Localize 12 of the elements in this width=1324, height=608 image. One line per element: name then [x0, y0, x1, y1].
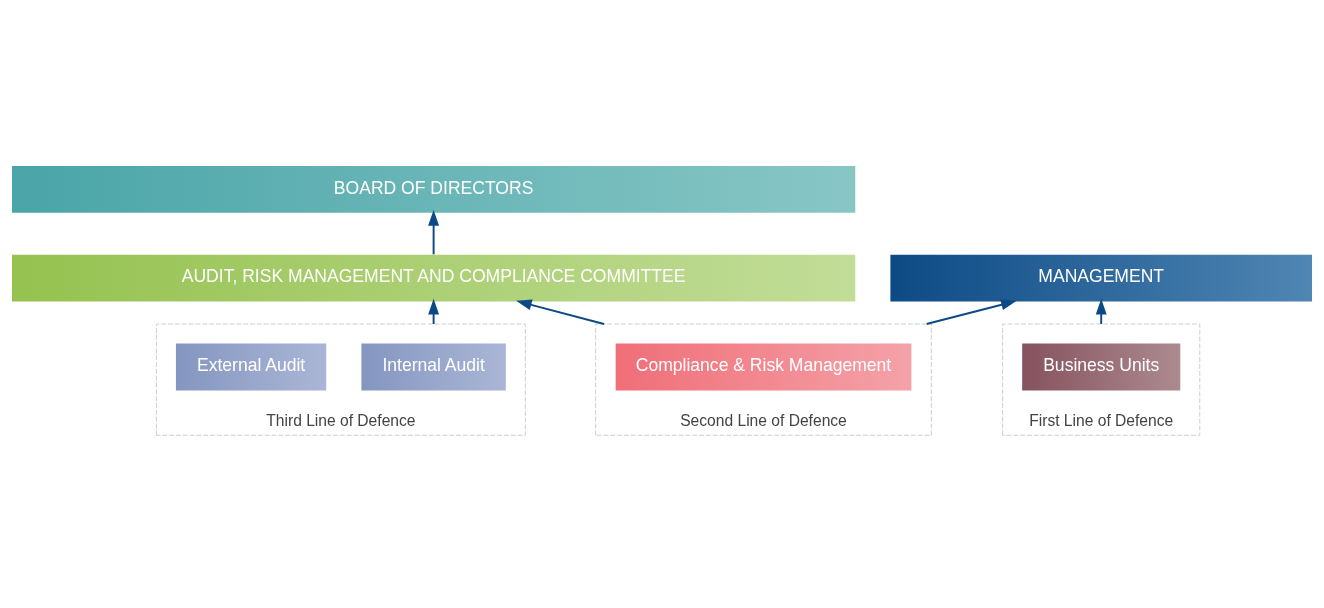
node-box: AUDIT, RISK MANAGEMENT AND COMPLIANCE COMMITTEE: [11, 254, 856, 302]
node-box: Business Units: [1022, 343, 1181, 390]
arrow: [925, 298, 1017, 325]
arrow: [428, 209, 440, 255]
node-box: MANAGEMENT: [890, 254, 1313, 302]
node-box: External Audit: [175, 343, 327, 390]
node-box: Internal Audit: [361, 343, 506, 390]
node-box: Compliance & Risk Management: [615, 343, 912, 390]
node-box: BOARD OF DIRECTORS: [11, 165, 856, 213]
arrow: [1095, 298, 1107, 325]
arrow: [428, 298, 440, 325]
arrow: [516, 299, 606, 325]
